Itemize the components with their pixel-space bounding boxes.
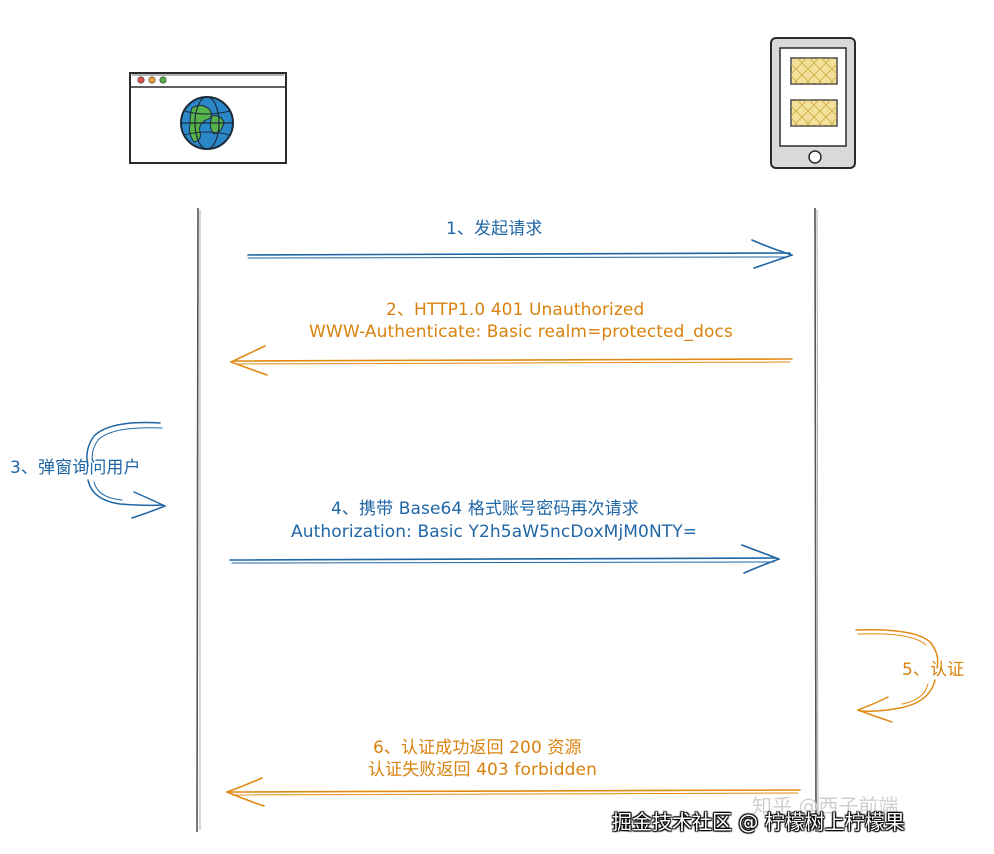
step4-request-label: 4、携带 Base64 格式账号密码再次请求 [331, 499, 639, 519]
client-lifeline [196, 207, 201, 833]
mobile-device-icon [770, 37, 856, 169]
step2-status-label: 2、HTTP1.0 401 Unauthorized [386, 300, 645, 320]
step3-label: 3、弹窗询问用户 [10, 458, 141, 478]
zhihu-watermark: 知乎 @西子前端 [752, 794, 899, 818]
unauthorized-response-arrow [230, 345, 793, 376]
prompt-user-loop-arrow [86, 421, 166, 519]
final-response-arrow [226, 777, 801, 807]
step5-label: 5、认证 [902, 660, 965, 680]
credential-request-arrow [229, 544, 780, 574]
juejin-watermark: 掘金技术社区 @ 柠檬树上柠檬果 [612, 810, 905, 834]
step6-failure-label: 认证失败返回 403 forbidden [368, 760, 597, 780]
step1-label: 1、发起请求 [446, 219, 543, 239]
server-lifeline [814, 207, 819, 833]
authentication-loop-arrow [855, 629, 939, 723]
browser-globe-icon [129, 72, 287, 164]
step6-success-label: 6、认证成功返回 200 资源 [373, 738, 582, 758]
step2-header-label: WWW-Authenticate: Basic realm=protected_… [309, 322, 733, 342]
step4-header-label: Authorization: Basic Y2h5aW5ncDoxMjM0NTY… [291, 522, 698, 542]
request-arrow [247, 239, 793, 269]
